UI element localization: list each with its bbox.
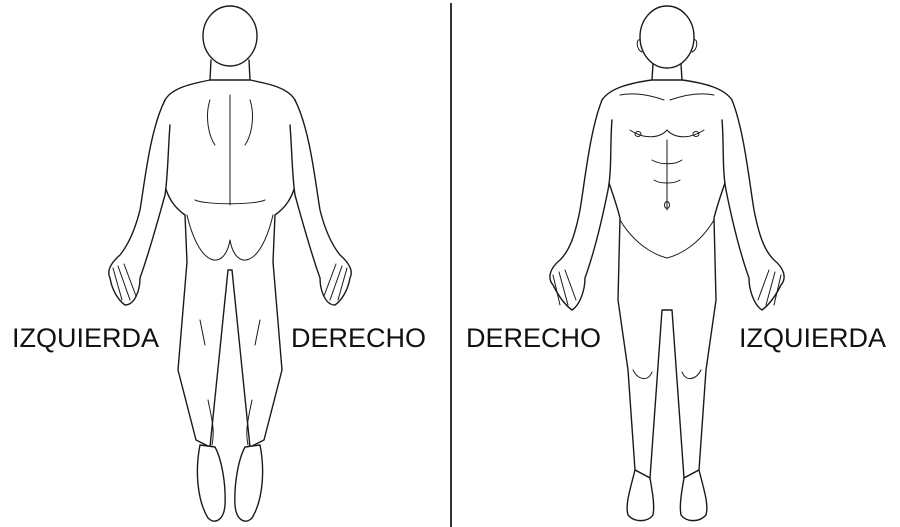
front-view-panel: DERECHO IZQUIERDA: [450, 0, 900, 527]
back-right-side-label: DERECHO: [291, 322, 426, 354]
back-left-side-label: IZQUIERDA: [12, 322, 159, 354]
front-left-side-label: DERECHO: [466, 322, 601, 354]
back-view-panel: IZQUIERDA DERECHO: [0, 0, 450, 527]
front-body-figure: [450, 0, 900, 527]
back-body-figure: [0, 0, 450, 527]
front-right-side-label: IZQUIERDA: [739, 322, 886, 354]
